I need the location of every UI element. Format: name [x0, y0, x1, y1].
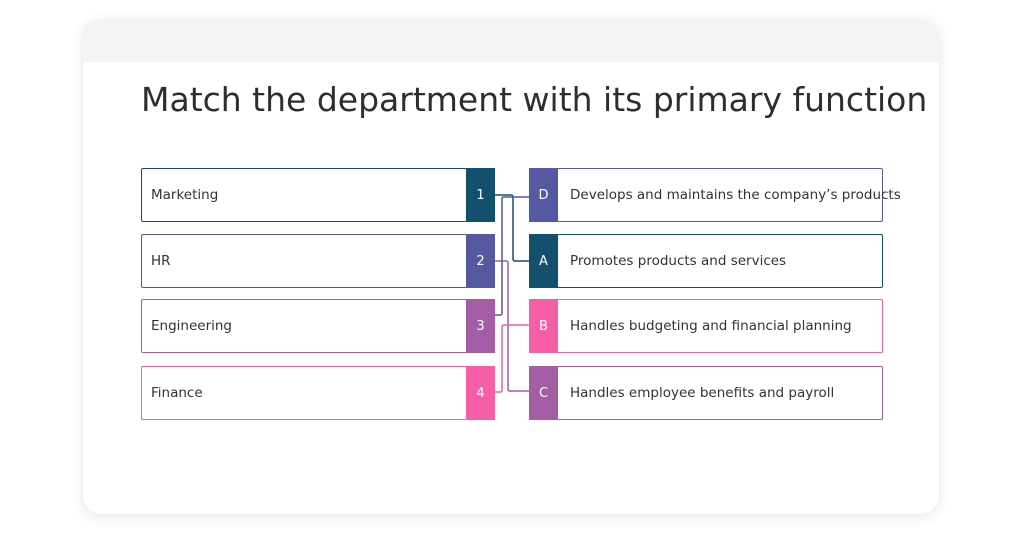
letter-badge: B — [529, 299, 558, 353]
function-budgeting[interactable]: B Handles budgeting and financial planni… — [529, 299, 883, 353]
department-finance[interactable]: Finance 4 — [141, 366, 495, 420]
department-label: HR — [151, 253, 171, 269]
letter-badge: A — [529, 234, 558, 288]
connector-finance-to-b — [495, 324, 529, 393]
department-label: Marketing — [151, 187, 219, 203]
function-promotes-products[interactable]: A Promotes products and services — [529, 234, 883, 288]
number-badge: 3 — [466, 299, 495, 353]
department-marketing[interactable]: Marketing 1 — [141, 168, 495, 222]
function-label: Develops and maintains the company’s pro… — [570, 187, 901, 203]
connector-engineering-to-d — [495, 196, 529, 316]
letter-badge: C — [529, 366, 558, 420]
connector-hr-to-c — [495, 260, 529, 392]
department-label: Engineering — [151, 318, 232, 334]
function-label: Handles budgeting and financial planning — [570, 318, 852, 334]
number-badge: 4 — [466, 366, 495, 420]
department-hr[interactable]: HR 2 — [141, 234, 495, 288]
department-label: Finance — [151, 385, 203, 401]
function-label: Promotes products and services — [570, 253, 787, 269]
function-employee-benefits[interactable]: C Handles employee benefits and payroll — [529, 366, 883, 420]
letter-badge: D — [529, 168, 558, 222]
card-header-bar — [83, 20, 939, 62]
function-develops-products[interactable]: D Develops and maintains the company’s p… — [529, 168, 901, 222]
number-badge: 1 — [466, 168, 495, 222]
page-title: Match the department with its primary fu… — [141, 80, 928, 119]
department-engineering[interactable]: Engineering 3 — [141, 299, 495, 353]
number-badge: 2 — [466, 234, 495, 288]
connector-marketing-to-a — [495, 194, 529, 262]
function-label: Handles employee benefits and payroll — [570, 385, 835, 401]
